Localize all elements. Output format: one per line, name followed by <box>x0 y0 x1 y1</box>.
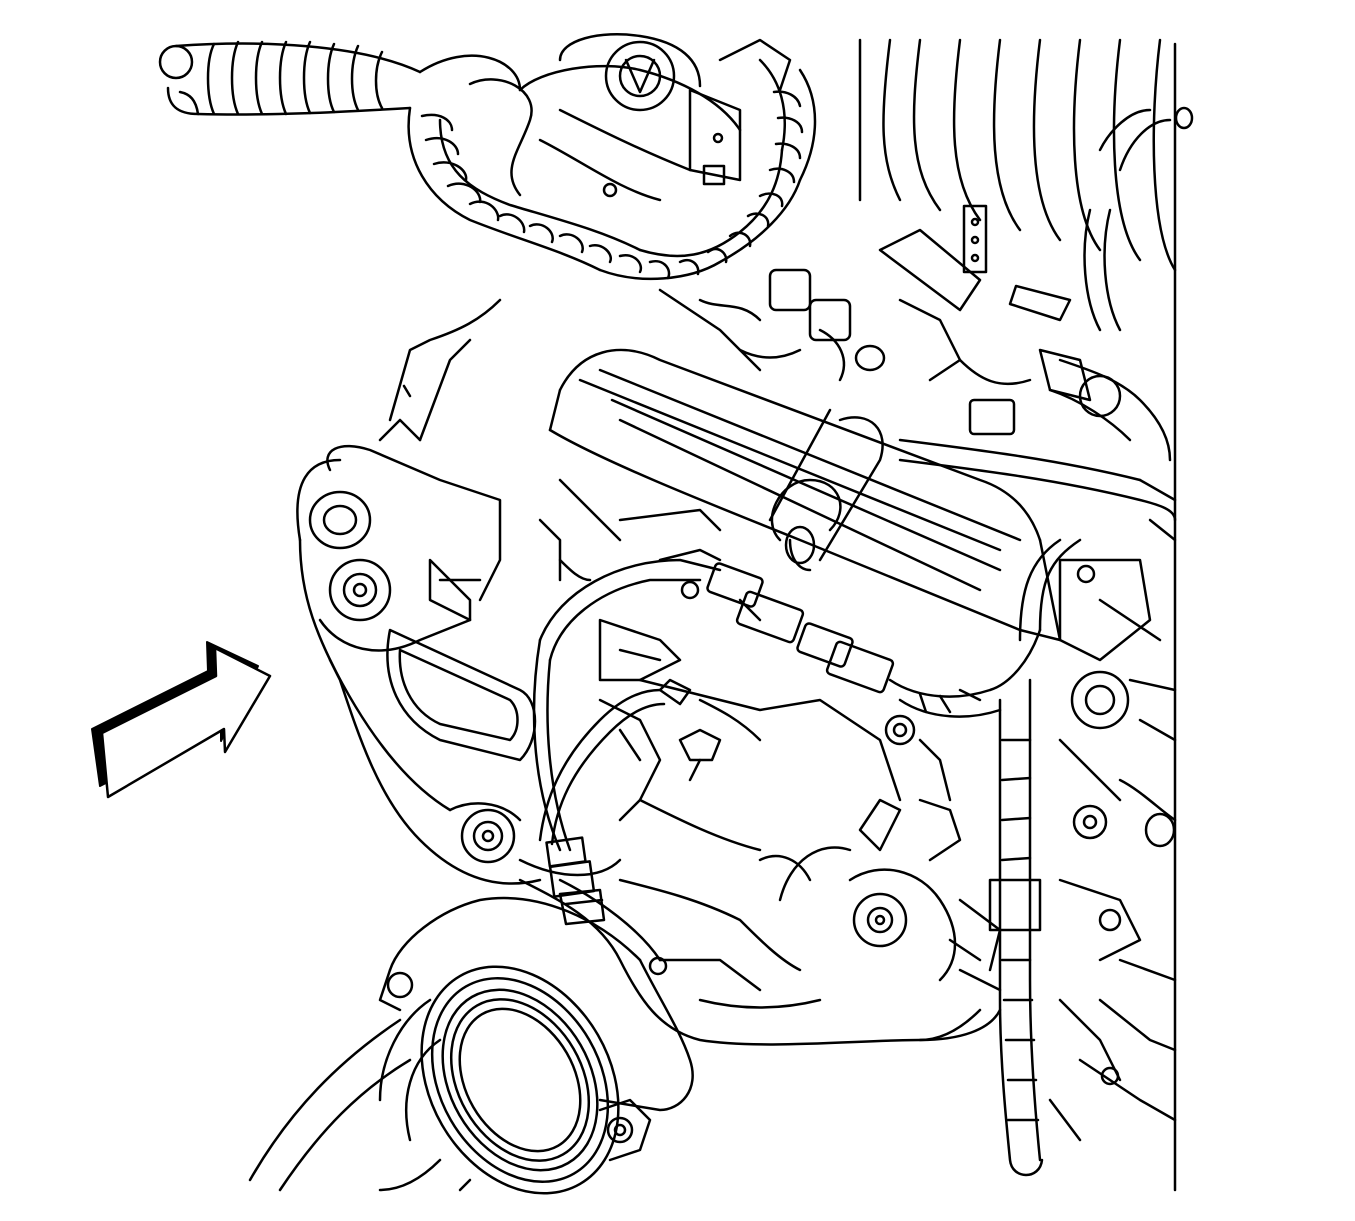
arrow-body <box>102 648 270 797</box>
fuel-injector-connectors <box>660 230 1170 460</box>
wiring-harness-upper <box>409 56 815 279</box>
manifold-lower-outline <box>520 880 1000 1044</box>
intake-runners-right <box>860 40 1192 1190</box>
throttle-body-bracket <box>520 34 790 200</box>
cylinder-head <box>550 350 1060 640</box>
electrical-connectors <box>706 562 1040 716</box>
manifold-bracket <box>297 300 500 620</box>
heat-shield <box>534 560 900 850</box>
view-direction-arrow <box>92 642 270 797</box>
manifold-lower-bosses <box>760 716 1000 1040</box>
retaining-strap <box>770 410 1175 570</box>
engine-block-right <box>1050 560 1175 1140</box>
detail-marks <box>404 386 1175 990</box>
wiring-harness-vertical <box>990 540 1080 1175</box>
catalytic-converter <box>250 898 693 1221</box>
corrugated-hose-top <box>160 42 420 115</box>
exhaust-manifold <box>300 540 620 884</box>
oxygen-sensor <box>540 680 720 924</box>
